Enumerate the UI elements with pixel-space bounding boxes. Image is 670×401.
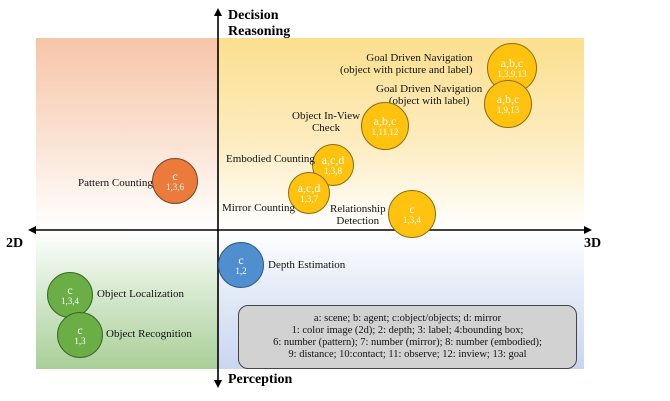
bubble-numbers: 1,3,6 <box>166 182 184 192</box>
label-embodied-counting: Embodied Counting <box>226 153 315 165</box>
bubble-object-localization: c 1,3,4 <box>47 272 93 318</box>
bubble-letters: c <box>172 169 178 183</box>
bubble-letters: a,b,c <box>496 92 520 106</box>
bubble-pattern-counting: c 1,3,6 <box>152 158 198 204</box>
bubble-mirror-counting: a,c,d 1,3,7 <box>288 172 330 214</box>
label-object-localization: Object Localization <box>97 288 185 300</box>
axis-label-top-2: Reasoning <box>228 24 291 39</box>
axis-label-bottom: Perception <box>228 372 293 387</box>
bubble-letters: c <box>77 323 83 337</box>
legend-line: 9: distance; 10:contact; 11: observe; 12… <box>288 349 527 360</box>
bubble-letters: a,b,c <box>500 56 524 70</box>
bubble-object-recognition: c 1,3 <box>57 312 103 358</box>
legend-line: a: scene; b: agent; c:object/objects; d:… <box>313 313 502 324</box>
bubble-relationship-detection: c 1,3,4 <box>388 190 436 238</box>
axis-label-right: 3D <box>584 236 602 251</box>
bubble-numbers: 1,3,8 <box>324 166 342 176</box>
bubble-numbers: 1,3,7 <box>300 194 318 204</box>
bubble-letters: c <box>409 202 415 216</box>
bubble-numbers: 1,3,4 <box>403 215 421 225</box>
label-object-recognition: Object Recognition <box>106 328 192 340</box>
bubble-numbers: 1,9,13 <box>496 105 520 115</box>
label-goal-nav-label: Goal Driven Navigation (object with labe… <box>376 83 483 107</box>
bubble-numbers: 1,11,12 <box>371 127 399 137</box>
bubble-letters: a,b,c <box>373 114 397 128</box>
legend-line: 1: color image (2d); 2: depth; 3: label;… <box>291 325 524 336</box>
label-relationship-detection: Relationship Detection <box>330 203 386 227</box>
bubble-numbers: 1,3,9,13 <box>497 69 527 79</box>
bubble-letters: c <box>67 283 73 297</box>
bubble-numbers: 1,3 <box>74 336 86 346</box>
bubble-numbers: 1,3,4 <box>61 296 79 306</box>
axis-label-top-1: Decision <box>228 8 279 23</box>
bubble-letters: a,c,d <box>321 153 345 167</box>
legend-box: a: scene; b: agent; c:object/objects; d:… <box>238 305 577 369</box>
bubble-goal-nav-label: a,b,c 1,9,13 <box>484 80 532 128</box>
label-mirror-counting: Mirror Counting <box>222 202 296 214</box>
axis-label-left: 2D <box>6 236 24 251</box>
bubble-depth-estimation: c 1,2 <box>218 242 264 288</box>
legend-line: 6: number (pattern); 7: number (mirror);… <box>273 337 542 348</box>
label-pattern-counting: Pattern Counting <box>78 177 153 189</box>
bubble-object-in-view: a,b,c 1,11,12 <box>361 102 409 150</box>
bubble-numbers: 1,2 <box>235 266 247 276</box>
label-depth-estimation: Depth Estimation <box>268 259 346 271</box>
bubble-letters: a,c,d <box>297 181 321 195</box>
label-object-in-view: Object In-View Check <box>292 110 361 134</box>
label-goal-nav-picture-label: Goal Driven Navigation (object with pict… <box>340 52 473 76</box>
bubble-letters: c <box>238 253 244 267</box>
